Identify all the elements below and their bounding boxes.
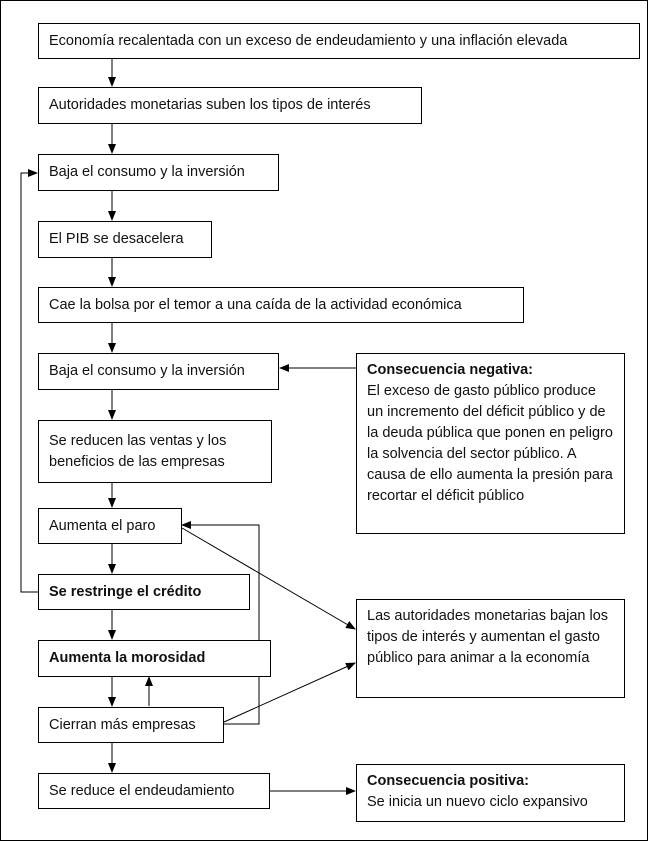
box-label: Se restringe el crédito xyxy=(49,583,202,600)
box-label: Baja el consumo y la inversión xyxy=(49,363,245,379)
negative-text: El exceso de gasto público produce un in… xyxy=(367,383,613,504)
box-positive-consequence: Consecuencia positiva: Se inicia un nuev… xyxy=(356,764,625,822)
box-label: Se reduce el endeudamiento xyxy=(49,782,235,799)
box-label: Economía recalentada con un exceso de en… xyxy=(49,32,568,49)
box-label: Aumenta la morosidad xyxy=(49,650,206,666)
authorities-text: Las autoridades monetarias bajan los tip… xyxy=(367,608,609,666)
box-label: Baja el consumo y la inversión xyxy=(49,164,245,180)
positive-title: Consecuencia positiva: xyxy=(367,773,529,789)
loop-credit-to-consumption xyxy=(20,169,38,593)
loop-closures-to-unemployment xyxy=(181,521,260,725)
box-consumption-drop-1: Baja el consumo y la inversión xyxy=(38,154,279,191)
box-overheated-economy: Economía recalentada con un exceso de en… xyxy=(38,23,640,59)
box-delinquency-rise: Aumenta la morosidad xyxy=(38,640,271,677)
arrow-closures-to-authorities xyxy=(223,662,356,723)
box-label: El PIB se desacelera xyxy=(49,231,184,247)
box-business-closures: Cierran más empresas xyxy=(38,707,224,743)
positive-text: Se inicia un nuevo ciclo expansivo xyxy=(367,794,588,810)
box-unemployment-rise: Aumenta el paro xyxy=(38,508,182,544)
box-authorities-lower-rates: Las autoridades monetarias bajan los tip… xyxy=(356,599,625,698)
box-label: Se reducen las ventas y los beneficios d… xyxy=(49,432,227,470)
box-label: Cierran más empresas xyxy=(49,716,196,733)
box-label: Aumenta el paro xyxy=(49,517,156,534)
box-consumption-drop-2: Baja el consumo y la inversión xyxy=(38,353,279,390)
box-label: Cae la bolsa por el temor a una caída de… xyxy=(49,296,462,313)
box-debt-reduction: Se reduce el endeudamiento xyxy=(38,773,270,809)
box-gdp-slowdown: El PIB se desacelera xyxy=(38,221,212,258)
box-rate-hike: Autoridades monetarias suben los tipos d… xyxy=(38,87,422,124)
box-negative-consequence: Consecuencia negativa: El exceso de gast… xyxy=(356,353,625,534)
negative-title: Consecuencia negativa: xyxy=(367,362,533,378)
box-stock-market-fall: Cae la bolsa por el temor a una caída de… xyxy=(38,287,524,323)
box-label: Autoridades monetarias suben los tipos d… xyxy=(49,97,371,113)
arrow-unemployment-to-authorities xyxy=(181,527,356,630)
box-credit-restricted: Se restringe el crédito xyxy=(38,574,250,610)
box-sales-drop: Se reducen las ventas y los beneficios d… xyxy=(38,420,272,483)
